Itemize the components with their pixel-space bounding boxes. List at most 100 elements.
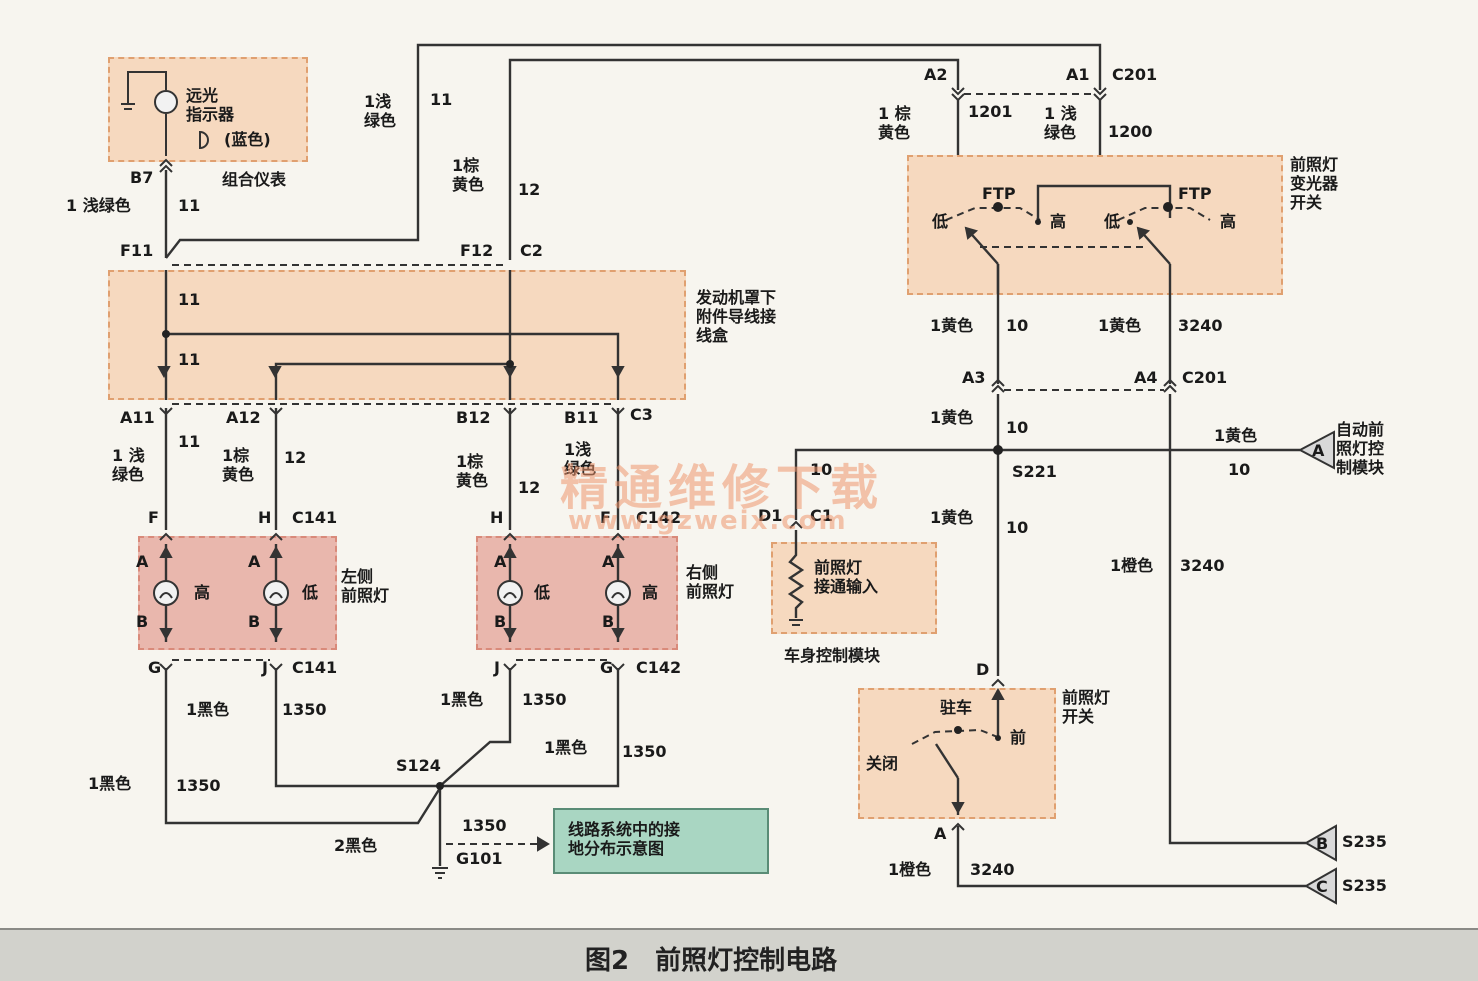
s235-c-pin: C (1316, 877, 1328, 896)
left-lamp-low: 低 (302, 583, 319, 602)
ground-distribution-note-box (553, 808, 769, 874)
wire-lbl-ltgreen-a11: 1 浅 绿色 (112, 446, 145, 485)
chevron-j2 (503, 663, 517, 672)
conn-f2: F (600, 508, 611, 527)
ground-note: 线路系统中的接 地分布示意图 (568, 820, 681, 859)
wire-lbl-11-a11: 11 (178, 432, 201, 451)
reference-triangles (537, 430, 1337, 905)
conn-f12: F12 (460, 241, 494, 260)
arrows-4 (611, 545, 625, 641)
chevron-d (991, 678, 1005, 687)
chevron-j (269, 663, 283, 672)
wire-j2-ground (439, 668, 512, 787)
dimmer-high-r: 高 (1220, 212, 1237, 231)
pin-a-r1: A (494, 552, 507, 571)
ground-g101-icon (432, 867, 448, 879)
conn-d1: D1 (758, 506, 783, 525)
conn-a12: A12 (226, 408, 261, 427)
conn-a-switch: A (934, 824, 947, 843)
wire-lbl-brownyellow-a2: 1 棕 黄色 (878, 104, 911, 143)
wire-lbl-ltgreen-a1: 1 浅 绿色 (1044, 104, 1077, 143)
high-beam-symbol-icon (199, 130, 209, 150)
chevron-g2 (611, 663, 625, 672)
splice-s221-label: S221 (1012, 462, 1057, 481)
pin-a-r2: A (602, 552, 615, 571)
switch-contact-park (954, 726, 962, 734)
chevron-h (269, 532, 283, 541)
wire-lbl-ltgreen-b7: 1 浅绿色 (66, 196, 131, 215)
switch-arm (934, 743, 960, 779)
conn-d: D (976, 660, 990, 679)
wire-lbl-3240-3: 3240 (970, 860, 1015, 879)
wires (164, 43, 1306, 888)
conn-c141-top: C141 (292, 508, 338, 527)
conn-a2: A2 (924, 65, 948, 84)
left-lamp-name: 左侧 前照灯 (341, 567, 390, 606)
chevron-a1 (1093, 87, 1107, 102)
ground-indicator-icon (121, 103, 135, 110)
s235-b-pin: B (1316, 834, 1329, 853)
bcm-resistor (787, 530, 805, 618)
dimmer-switch-box (907, 155, 1283, 295)
wire-lbl-black-4: 1黑色 (88, 774, 132, 793)
conn-c142-bottom: C142 (636, 658, 682, 677)
wire-g2-ground (440, 668, 620, 788)
chevron-a4 (1163, 378, 1177, 393)
s235-c-ref-triangle (1303, 867, 1337, 905)
wire-10-bcm-auto (794, 448, 1300, 520)
switch-off: 关闭 (866, 754, 899, 773)
wire-lbl-yellow-4: 1黄色 (930, 508, 974, 527)
wire-lbl-10-2: 10 (1006, 418, 1029, 437)
dimmer-contact-low-r (1127, 219, 1133, 225)
conn-c142-top: C142 (636, 508, 682, 527)
dimmer-high-l: 高 (1050, 212, 1067, 231)
splice-s124 (436, 782, 444, 790)
wire-lbl-10-3: 10 (1006, 518, 1029, 537)
wire-lbl-yellow-3: 1黄色 (930, 408, 974, 427)
chevron-d1 (789, 520, 803, 529)
conn-a3: A3 (962, 368, 986, 387)
watermark-cn: 精通维修下载 (560, 460, 885, 516)
wire-lbl-1200: 1200 (1108, 122, 1153, 141)
indicator-ground-lead (127, 71, 167, 104)
wire-lbl-3240-1: 3240 (1178, 316, 1223, 335)
instrument-cluster-box (108, 57, 308, 162)
conn-h: H (258, 508, 272, 527)
pin-a-l2: A (248, 552, 261, 571)
chevron-a3 (991, 378, 1005, 393)
conn-f: F (148, 508, 159, 527)
bcm-input-label: 前照灯 接通输入 (814, 558, 879, 597)
bulb-filaments (127, 71, 625, 599)
dimmer-name: 前照灯 变光器 开关 (1290, 155, 1339, 213)
right-lamp-high: 高 (642, 583, 659, 602)
switch-park: 驻车 (940, 698, 973, 717)
splice-s221 (993, 445, 1003, 455)
wire-lbl-10-auto: 10 (1228, 460, 1251, 479)
switch-front: 前 (1010, 728, 1027, 747)
conn-g: G (148, 658, 162, 677)
auto-module-name: 自动前 照灯控 制模块 (1336, 420, 1385, 478)
wire-lbl-1350-3: 1350 (622, 742, 667, 761)
wire-lbl-orange-2: 1橙色 (888, 860, 932, 879)
pin-b-l1: B (136, 612, 149, 631)
arrows-3 (503, 545, 517, 641)
arrows-1 (159, 545, 173, 641)
lamp-arrows (157, 226, 1151, 815)
wire-lbl-3240-2: 3240 (1180, 556, 1225, 575)
wire-lbl-1201: 1201 (968, 102, 1013, 121)
conn-c141-bottom: C141 (292, 658, 338, 677)
filament-1 (159, 592, 173, 599)
pin-b7: B7 (130, 168, 154, 187)
wire-lbl-1350-2: 1350 (522, 690, 567, 709)
conn-b11: B11 (564, 408, 599, 427)
switch-contact-front (995, 735, 1001, 741)
chevron-a (951, 822, 965, 831)
wire-jb-c3 (166, 332, 620, 400)
wire-lbl-12-a12: 12 (284, 448, 307, 467)
conn-a11: A11 (120, 408, 155, 427)
chevron-h2 (503, 532, 517, 541)
underhood-name: 发动机罩下 附件导线接 线盒 (696, 288, 777, 346)
wire-lbl-black-1: 1黑色 (186, 700, 230, 719)
wire-lbl-ltgreen-top: 1浅 绿色 (364, 92, 397, 131)
